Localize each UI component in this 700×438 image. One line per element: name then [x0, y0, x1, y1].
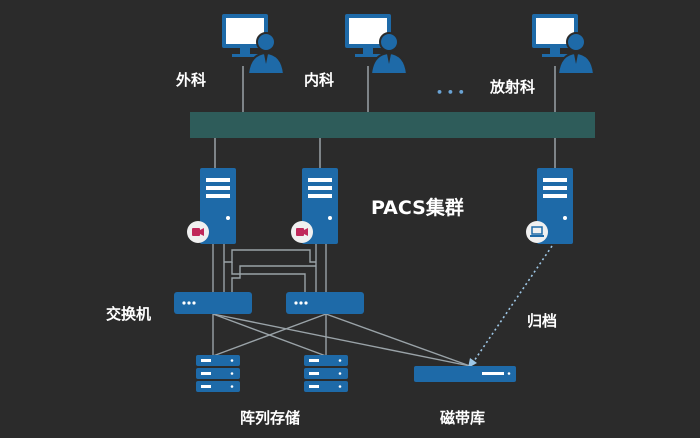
workstation-radiology [531, 13, 595, 75]
switch-2 [286, 292, 364, 314]
storage-links [212, 313, 471, 367]
archive-arrow [468, 245, 553, 368]
workstation-internal [344, 13, 408, 75]
storage-array-icon [304, 355, 348, 392]
label-switch: 交换机 [106, 305, 152, 323]
network-switch-icon [174, 292, 252, 314]
storage-array-2 [304, 355, 348, 392]
tape-library-icon [414, 366, 516, 382]
label-internal: 内科 [304, 71, 335, 89]
video-camera-icon [187, 221, 209, 243]
switch-1 [174, 292, 252, 314]
tape-library [414, 366, 516, 382]
network-bus [190, 112, 595, 138]
video-camera-icon [291, 221, 313, 243]
user-at-monitor-icon [221, 13, 285, 75]
workstation-links [242, 66, 556, 112]
laptop-icon [526, 221, 548, 243]
label-tape: 磁带库 [440, 409, 486, 427]
network-switch-icon [286, 292, 364, 314]
switch-wiring [212, 244, 327, 292]
label-cluster: PACS集群 [371, 197, 464, 219]
storage-array-1 [196, 355, 240, 392]
label-ellipsis: • • • [436, 86, 465, 99]
workstation-surgery [221, 13, 285, 75]
server-links [214, 138, 556, 170]
user-at-monitor-icon [531, 13, 595, 75]
user-at-monitor-icon [344, 13, 408, 75]
label-surgery: 外科 [176, 71, 207, 89]
storage-array-icon [196, 355, 240, 392]
label-array: 阵列存储 [240, 409, 301, 427]
label-radiology: 放射科 [490, 78, 536, 96]
label-archive: 归档 [527, 312, 558, 330]
